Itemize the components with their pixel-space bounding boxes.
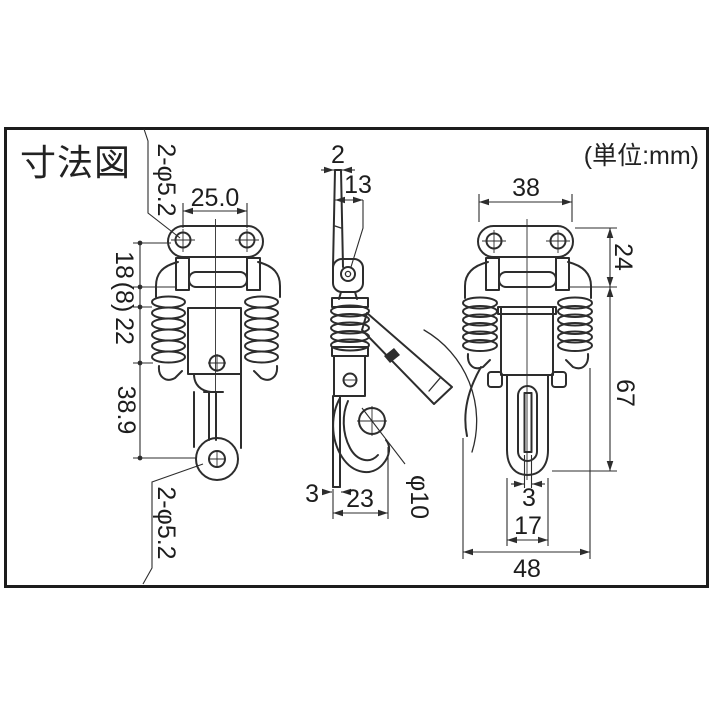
dim-upper-height: 24 <box>609 243 637 271</box>
front-view: 2-φ5.2 25.0 18 (8) 22 38.9 2-φ5.2 <box>110 128 281 585</box>
dim-tip-width: 3 <box>522 484 536 512</box>
front-latch-rod <box>193 373 242 481</box>
back-spring-left <box>462 296 498 352</box>
dim-hole-callout-bottom: 2-φ5.2 <box>152 486 180 559</box>
dim-hook-depth: 23 <box>346 485 374 513</box>
dim-lever-thickness: 2 <box>331 141 345 169</box>
drawing-title: 寸法図 <box>20 142 132 183</box>
swing-arc <box>423 329 478 453</box>
dim-height-22: 22 <box>110 317 138 345</box>
side-view: 2 13 3 23 φ10 <box>305 141 478 519</box>
dim-height-8-ref: (8) <box>110 282 138 313</box>
dim-body-height: 67 <box>611 379 639 407</box>
back-latch-bar <box>506 374 549 476</box>
dim-hook-diameter: φ10 <box>405 475 433 519</box>
dim-lever-offset: 13 <box>344 171 372 199</box>
side-open-lever-ghost <box>361 312 478 453</box>
dim-height-38-9: 38.9 <box>112 386 140 435</box>
dim-hole-pitch: 25.0 <box>191 184 240 212</box>
dim-height-18: 18 <box>110 251 138 279</box>
back-hinge <box>485 257 570 291</box>
dim-plate-width: 38 <box>512 174 540 202</box>
front-spring-right <box>244 295 279 364</box>
side-hook <box>332 397 391 473</box>
back-dimensions: 38 24 67 3 17 48 <box>462 174 639 583</box>
back-mounting-plate <box>477 225 574 258</box>
front-dimensions: 2-φ5.2 25.0 18 (8) 22 38.9 2-φ5.2 <box>110 128 248 585</box>
front-wire-arms <box>155 261 281 381</box>
unit-note: (単位:mm) <box>583 142 699 170</box>
open-bail-wire <box>464 366 482 437</box>
dim-bar-width: 17 <box>514 512 542 540</box>
side-dimensions: 2 13 3 23 φ10 <box>305 141 433 519</box>
side-body <box>332 355 366 488</box>
front-body <box>187 307 242 375</box>
back-view: 38 24 67 3 17 48 <box>462 174 639 583</box>
dim-plate-thickness: 3 <box>305 480 319 508</box>
dim-overall-width: 48 <box>513 555 541 583</box>
back-wire-arms <box>464 261 592 437</box>
back-body <box>497 306 557 376</box>
side-spring <box>330 297 370 357</box>
back-spring-right <box>557 296 593 352</box>
dim-hole-callout-top: 2-φ5.2 <box>152 143 180 216</box>
catch-notch <box>384 348 400 363</box>
front-hinge <box>175 257 261 291</box>
front-spring-left <box>151 295 186 364</box>
front-mounting-plate <box>167 225 264 258</box>
